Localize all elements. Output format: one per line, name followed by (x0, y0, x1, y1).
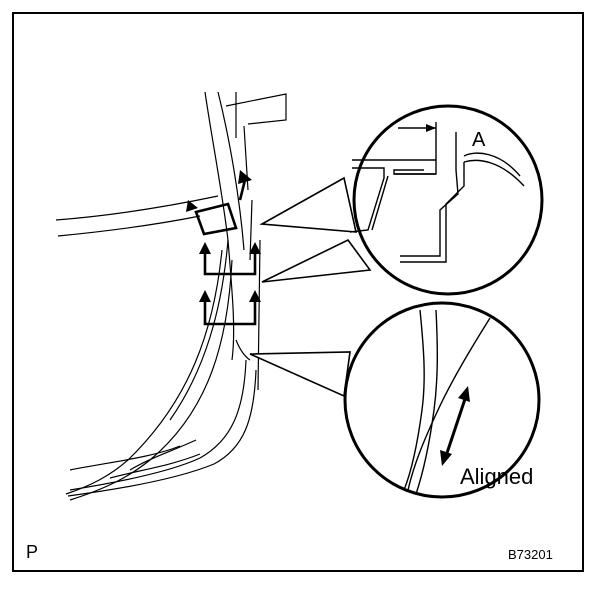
alignment-arrow (444, 395, 468, 457)
callout-leader-lower (249, 351, 351, 398)
clip-arrow-middle (203, 252, 257, 276)
callout-leader-upper (259, 176, 372, 283)
up-arrow-icon (199, 242, 261, 254)
figure-id-label: B73201 (508, 547, 553, 562)
aligned-label: Aligned (460, 464, 533, 489)
corner-code-label: P (26, 542, 38, 562)
clip-arrow-upper (194, 175, 248, 236)
double-arrow-icon (440, 386, 470, 466)
clip-arrow-lower (203, 300, 257, 326)
dimension-label: A (472, 129, 486, 151)
body-panel-lines (55, 91, 287, 501)
up-arrow-icon (186, 170, 252, 212)
up-arrow-icon (199, 290, 261, 302)
dimension-arrow-icon (426, 124, 436, 132)
detail-circle-aligned: Aligned (343, 301, 541, 499)
detail-circle-section: A (349, 104, 544, 296)
